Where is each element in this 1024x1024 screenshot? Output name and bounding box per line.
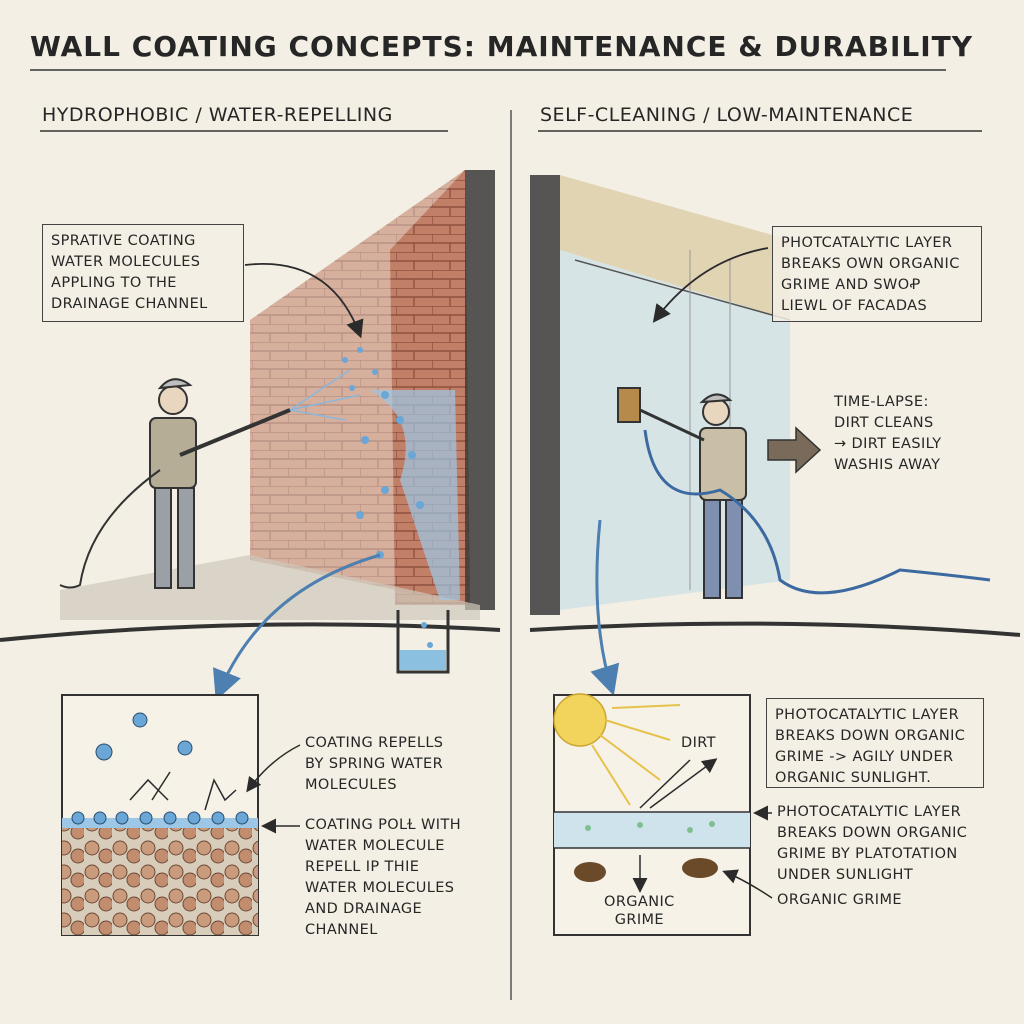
detail-line: BREAKS DOWN ORGANIC xyxy=(777,825,968,841)
left-detail-label-bottom: COATING POLⱢ WITH WATER MOLECULE REPELL … xyxy=(305,815,461,941)
right-callout-line: PHOTCATALYTIC LAYER xyxy=(781,235,953,251)
detail-line: PHOTOCATALYTIC LAYER xyxy=(775,707,960,723)
left-callout-line: DRAINAGE CHANNEL xyxy=(51,296,208,312)
detail-line: BY SPRING WATER xyxy=(305,756,444,772)
water-droplets xyxy=(342,347,433,648)
worker-right xyxy=(617,387,747,599)
grime-spots xyxy=(574,858,718,882)
detail-line: UNDER SUNLIGHT xyxy=(777,867,914,883)
left-callout-line: SPRATIVE COATING xyxy=(51,233,196,249)
grime-text: GRIME xyxy=(614,912,664,928)
detail-line: WATER MOLECULES xyxy=(305,880,455,896)
right-heading: SELF-CLEANING / LOW-MAINTENANCE xyxy=(540,104,914,126)
detail-line: GRIME -> AGILY UNDER xyxy=(775,749,954,765)
detail-line: WATER MOLECULE xyxy=(305,838,445,854)
sun-icon xyxy=(553,693,607,747)
timelapse-line: TIME-LAPSE: xyxy=(834,394,929,410)
detail-line: AND DRAINAGE xyxy=(305,901,423,917)
drainage-channel xyxy=(396,610,450,674)
detail-line: REPELL IP THIE xyxy=(305,859,420,875)
timelapse-label: TIME-LAPSE: DIRT CLEANS → DIRT EASILY WA… xyxy=(834,392,941,476)
detail-line: ORGANIC SUNLIGHT. xyxy=(775,770,932,786)
facade-wall xyxy=(530,175,791,615)
timelapse-line: WASHIS AWAY xyxy=(834,457,941,473)
hydrophobic-detail xyxy=(61,694,259,936)
left-heading: HYDROPHOBIC / WATER-REPELLING xyxy=(42,104,393,126)
left-callout-line: APPLING TO THE xyxy=(51,275,177,291)
detail-line: BREAKS DOWN ORGANIC xyxy=(775,728,966,744)
left-callout-line: WATER MOLECULES xyxy=(51,254,201,270)
detail-line: ORGANIC GRIME xyxy=(777,892,902,908)
dirt-text: DIRT xyxy=(681,735,716,751)
detail-line: MOLECULES xyxy=(305,777,397,793)
dirt-label: DIRT xyxy=(681,733,716,754)
right-detail-box: PHOTOCATALYTIC LAYER BREAKS DOWN ORGANIC… xyxy=(766,698,984,788)
left-detail-label-top: COATING REPELLS BY SPRING WATER MOLECULE… xyxy=(305,733,443,796)
detail-line: PHOTOCATALYTIC LAYER xyxy=(777,804,962,820)
detail-line: COATING REPELLS xyxy=(305,735,444,751)
self-cleaning-detail xyxy=(553,693,751,936)
hose xyxy=(643,429,991,595)
detail-line: GRIME BY PLATOTATION xyxy=(777,846,958,862)
detail-line: COATING POLⱢ WITH xyxy=(305,817,461,833)
right-detail-label-bottom: ORGANIC GRIME xyxy=(777,890,902,911)
page-title: WALL COATING CONCEPTS: MAINTENANCE & DUR… xyxy=(30,30,974,63)
right-callout-box: PHOTCATALYTIC LAYER BREAKS OWN ORGANIC G… xyxy=(772,226,982,322)
right-detail-label-mid: PHOTOCATALYTIC LAYER BREAKS DOWN ORGANIC… xyxy=(777,802,967,886)
worker-left xyxy=(59,378,291,589)
timelapse-line: DIRT CLEANS xyxy=(834,415,934,431)
water-runoff xyxy=(370,390,460,600)
left-callout-box: SPRATIVE COATING WATER MOLECULES APPLING… xyxy=(42,224,244,322)
grime-text: ORGANIC xyxy=(604,894,675,910)
detail-line: CHANNEL xyxy=(305,922,378,938)
right-callout-line: GRIME AND SWOꝒ xyxy=(781,277,921,293)
organic-grime-label: ORGANIC GRIME xyxy=(604,893,675,929)
timelapse-arrow xyxy=(767,426,822,474)
right-callout-line: BREAKS OWN ORGANIC xyxy=(781,256,960,272)
timelapse-line: → DIRT EASILY xyxy=(834,436,942,452)
right-callout-line: LIEWL OF FACADAS xyxy=(781,298,928,314)
